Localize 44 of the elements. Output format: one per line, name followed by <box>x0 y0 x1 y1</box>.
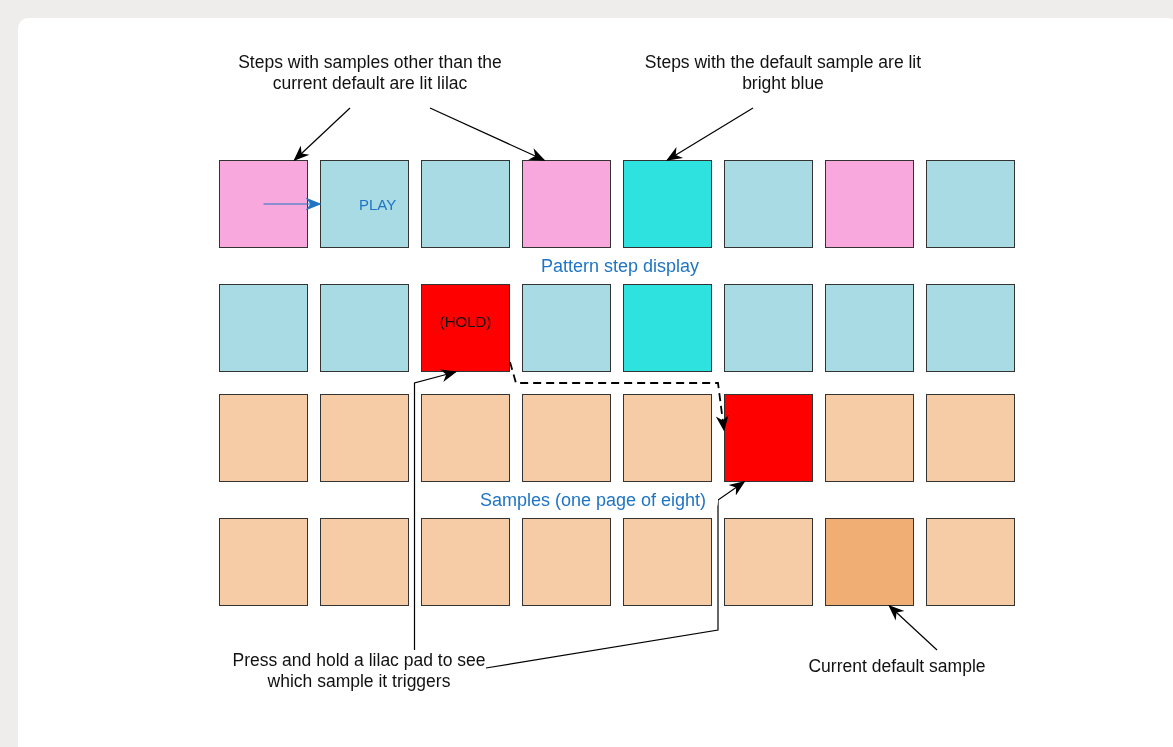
pad <box>421 160 510 248</box>
leader-arrow <box>888 604 938 651</box>
leader-arrow <box>485 481 746 669</box>
pad <box>724 284 813 372</box>
callout-text: Press and hold a lilac pad to see which sample it triggers <box>232 650 486 692</box>
callout-text: Current default sample <box>780 656 1014 677</box>
pad <box>522 160 611 248</box>
pad <box>421 394 510 482</box>
leader-arrow <box>413 369 458 651</box>
pad <box>825 284 914 372</box>
callout-text: Steps with samples other than the current default are lit lilac <box>215 52 525 94</box>
pad <box>825 518 914 606</box>
pad <box>219 160 308 248</box>
pad <box>219 518 308 606</box>
leader-arrow <box>666 107 754 161</box>
pad <box>926 518 1015 606</box>
pad <box>623 284 712 372</box>
pad <box>623 160 712 248</box>
pad <box>320 284 409 372</box>
pad <box>926 160 1015 248</box>
callout-text: Steps with the default sample are lit bright blue <box>630 52 936 94</box>
pad <box>724 518 813 606</box>
pad <box>623 518 712 606</box>
pad <box>421 518 510 606</box>
pad <box>522 518 611 606</box>
pad <box>522 284 611 372</box>
pad <box>825 160 914 248</box>
pad <box>219 284 308 372</box>
pad <box>219 394 308 482</box>
pad <box>623 394 712 482</box>
pad: PLAY <box>320 160 409 248</box>
pad <box>320 518 409 606</box>
pad <box>724 160 813 248</box>
leader-arrow <box>293 107 351 162</box>
leader-arrow <box>429 107 546 161</box>
dashed-arrow <box>509 361 729 432</box>
pad <box>522 394 611 482</box>
pad: (HOLD) <box>421 284 510 372</box>
pad <box>724 394 813 482</box>
arrow <box>262 197 322 211</box>
pad <box>926 284 1015 372</box>
pad <box>926 394 1015 482</box>
pad <box>825 394 914 482</box>
pad <box>320 394 409 482</box>
